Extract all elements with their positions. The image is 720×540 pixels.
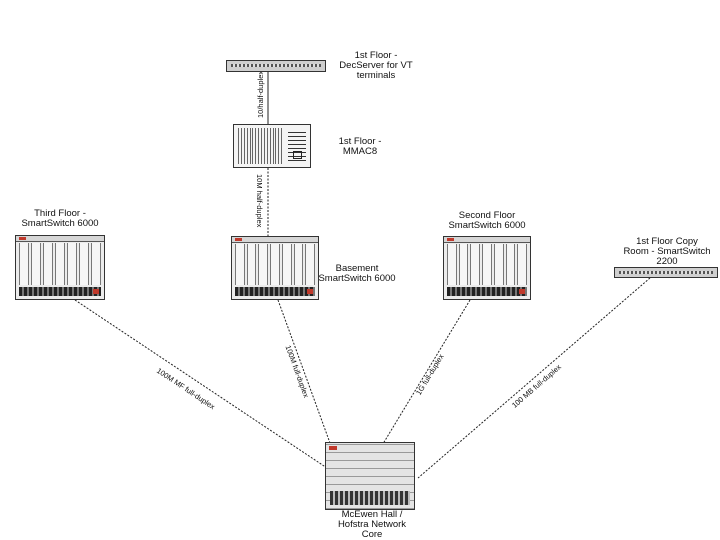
network-switch-icon — [447, 244, 528, 285]
third-floor-label: Third Floor - SmartSwitch 6000 — [21, 208, 99, 229]
link-label-mmac-basement: 10M half-duplex — [255, 174, 264, 228]
network-switch-icon — [235, 244, 316, 285]
link-second-core — [371, 299, 471, 463]
mmac8-device — [233, 124, 311, 168]
basement-switch — [231, 236, 319, 300]
basement-label: Basement SmartSwitch 6000 — [318, 263, 396, 284]
second-floor-switch — [443, 236, 531, 300]
third-floor-switch — [15, 235, 105, 300]
copy-room-label: 1st Floor Copy Room - SmartSwitch 2200 — [623, 236, 711, 267]
link-copyroom-core — [417, 277, 651, 479]
core-router — [325, 442, 415, 510]
copy-room-switch — [614, 267, 718, 278]
core-router-icon — [329, 446, 337, 450]
terminal-server-icon — [231, 64, 321, 67]
decserver-device — [226, 60, 326, 72]
link-basement-core — [277, 299, 339, 466]
link-third-core — [74, 299, 331, 471]
decserver-label: 1st Floor - DecServer for VT terminals — [339, 50, 413, 81]
network-switch-icon — [19, 243, 101, 285]
mmac8-label: 1st Floor - MMAC8 — [338, 136, 382, 157]
core-label: McEwen Hall / Hofstra Network Core — [337, 509, 407, 540]
link-label-decserver-mmac: 10/half-duplex — [256, 70, 265, 118]
network-switch-icon — [619, 271, 713, 274]
hub-chassis-icon — [238, 128, 282, 164]
second-floor-label: Second Floor SmartSwitch 6000 — [448, 210, 526, 231]
